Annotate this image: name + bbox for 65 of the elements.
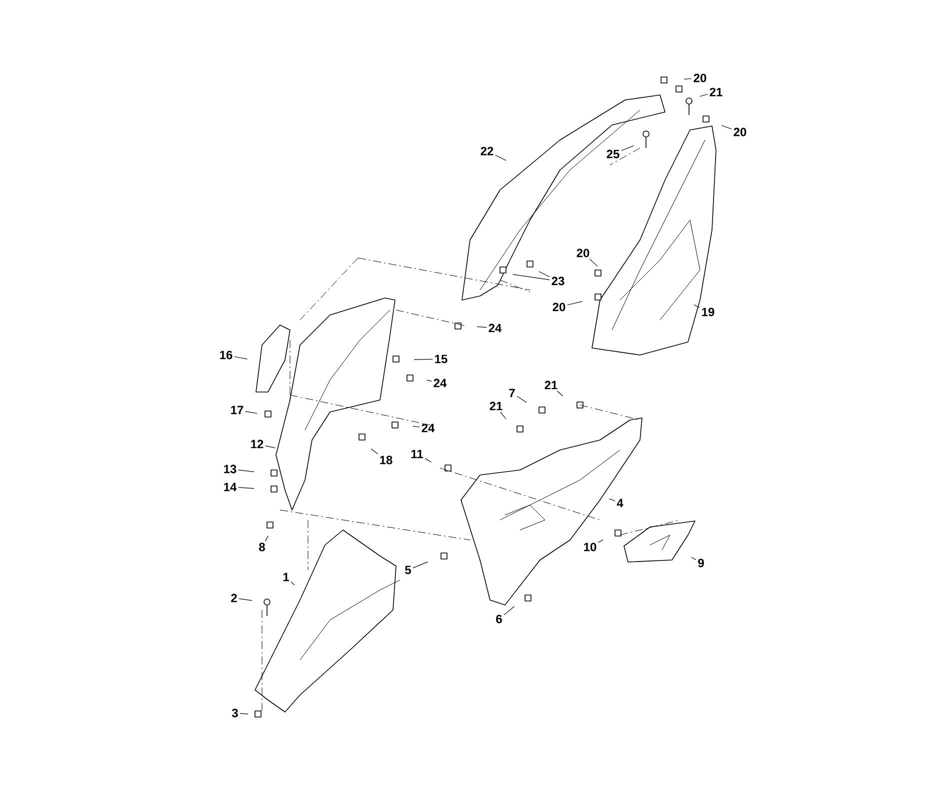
callout-number: 21 [490,402,502,410]
leader-line [504,606,515,616]
callout-number: 16 [220,350,232,360]
callout-number: 1 [283,572,289,582]
leader-line [684,78,692,80]
leader-line [609,498,616,502]
leader-line [598,540,604,543]
callout-number: 8 [259,542,265,552]
callout-number: 2 [231,594,237,602]
callout-number: 4 [616,498,624,508]
leader-line [238,470,254,472]
leader-line [414,358,433,360]
leader-line [538,271,550,278]
callout-number: 19 [702,308,714,316]
callout-number: 11 [411,450,423,458]
leader-line [426,380,432,382]
callout-number: 17 [231,406,244,414]
leader-line [412,426,420,428]
callout-number: 12 [251,440,264,448]
leader-line [699,94,708,97]
callout-number: 20 [734,128,746,136]
callout-number: 7 [509,388,515,398]
callout-number: 3 [232,708,238,718]
leader-line [691,556,696,560]
leader-line [290,581,295,586]
callout-number: 6 [496,614,502,624]
callout-number: 5 [405,566,411,574]
leader-line [621,145,634,151]
leader-line [370,448,378,454]
leader-line [500,412,506,420]
leader-line [234,356,248,360]
leader-line [476,326,487,328]
callout-number: 23 [552,276,564,286]
leader-line [516,396,527,403]
leader-line [265,446,276,448]
leader-line [694,304,700,308]
callout-number: 25 [606,150,620,158]
leader-line [589,258,598,267]
leader-line [424,458,432,462]
callout-number: 21 [710,88,722,96]
callout-number: 20 [576,248,590,258]
leader-line [556,390,563,396]
leader-line [721,125,732,130]
leader-line [238,598,252,601]
callout-number: 15 [435,354,448,364]
callout-number: 21 [544,380,558,390]
callout-number: 18 [380,456,392,464]
leader-line [238,487,254,489]
leader-line [240,713,248,714]
callout-number: 22 [480,146,494,156]
leader-line [495,154,506,161]
callout-number: 10 [584,542,596,552]
leader-line [412,562,428,568]
callout-number: 24 [422,424,435,432]
callout-number: 14 [224,482,237,492]
callout-number: 13 [224,464,236,474]
callout-number: 9 [698,558,704,568]
leader-line [567,301,583,306]
callout-number: 20 [694,74,706,82]
leader-line [512,274,550,280]
callout-number: 24 [488,324,502,332]
callout-number: 24 [434,378,447,388]
leader-line [265,536,268,542]
callout-number: 20 [552,302,566,312]
leader-line [245,411,258,414]
